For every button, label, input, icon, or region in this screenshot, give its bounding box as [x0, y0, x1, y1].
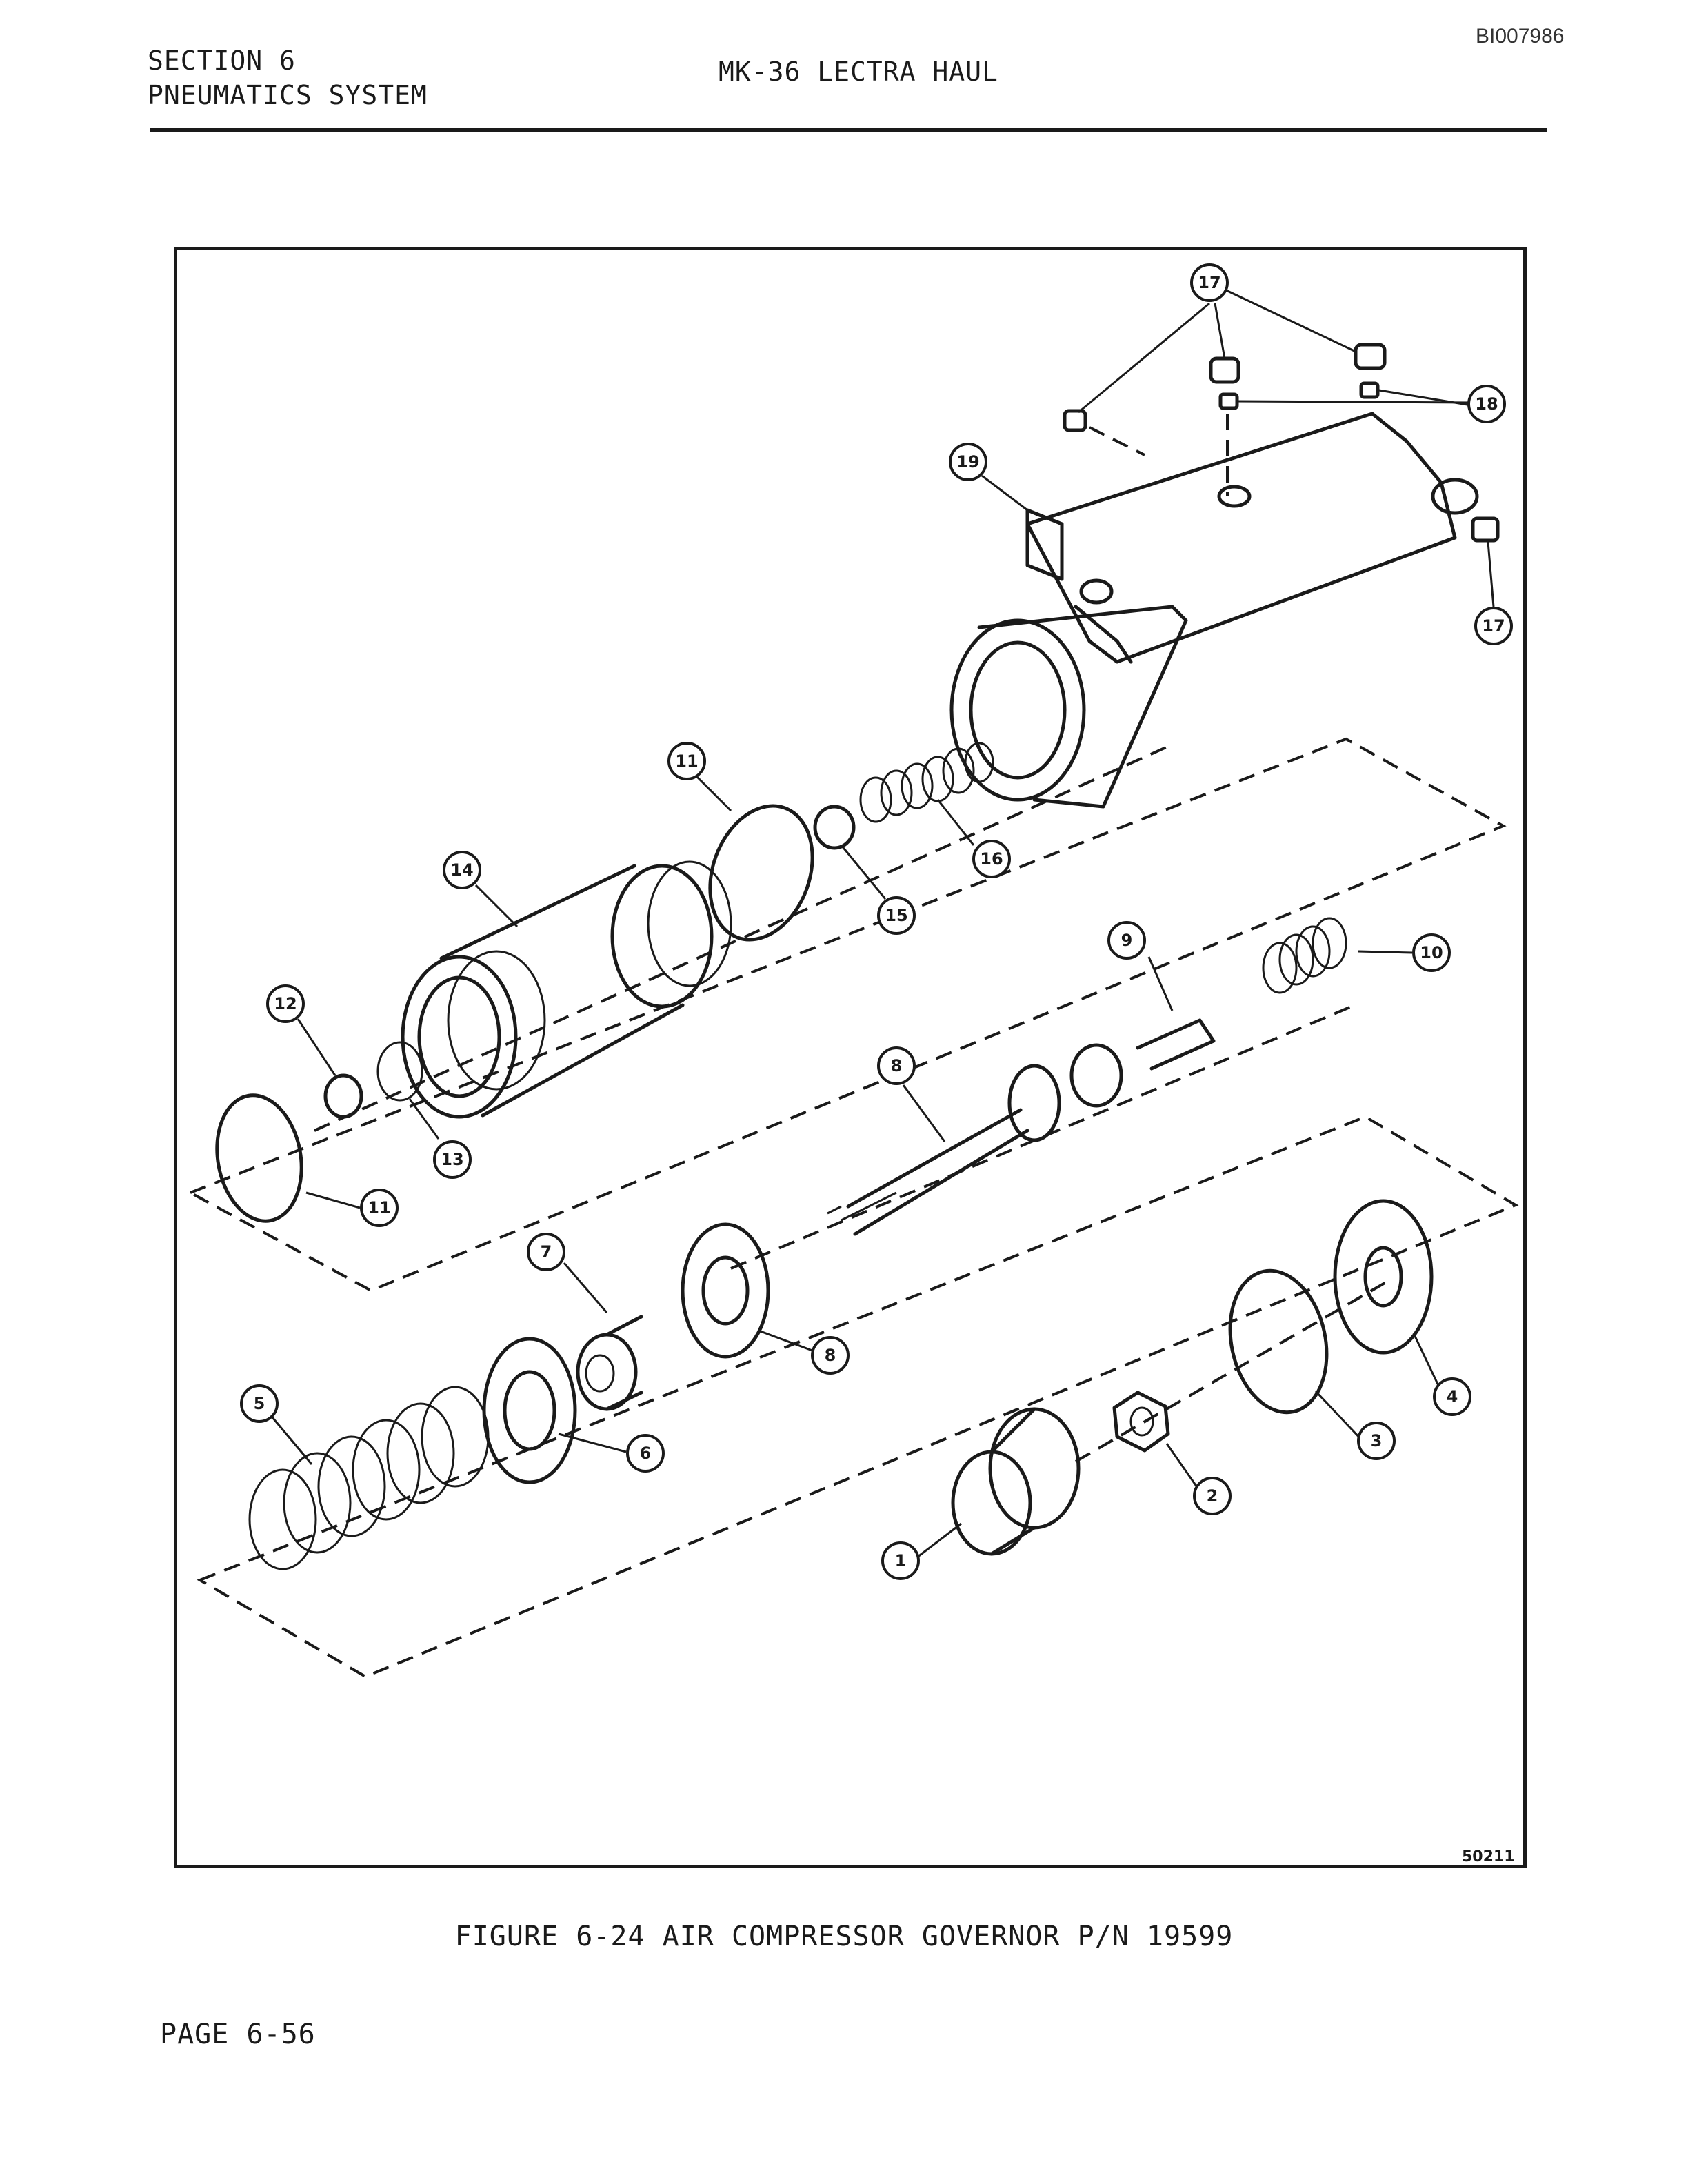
item-4-diaphragm	[1333, 1199, 1434, 1355]
callout-leader-lines	[268, 288, 1495, 1561]
svg-text:10: 10	[1420, 943, 1443, 962]
governor-housing	[950, 412, 1479, 809]
callout-18: 18	[1467, 385, 1506, 423]
lower-axis-line	[1074, 1281, 1387, 1463]
callout-11-upper: 11	[667, 742, 706, 780]
callout-4: 4	[1433, 1377, 1471, 1416]
svg-text:17: 17	[1482, 616, 1505, 636]
callout-5: 5	[240, 1384, 279, 1423]
svg-text:18: 18	[1475, 394, 1498, 414]
item-10-spring	[1262, 917, 1347, 994]
manual-title: MK-36 LECTRA HAUL	[719, 57, 998, 87]
item-11-o-ring-upper	[708, 804, 814, 942]
item-3-snap-ring	[1228, 1268, 1329, 1415]
callout-3: 3	[1357, 1422, 1396, 1460]
svg-text:13: 13	[441, 1150, 463, 1169]
svg-text:4: 4	[1447, 1387, 1458, 1406]
page-number: PAGE 6-56	[160, 2019, 316, 2050]
callout-8-seat: 8	[811, 1336, 850, 1375]
svg-text:1: 1	[895, 1551, 907, 1570]
drawing-number: 50211	[1462, 1848, 1515, 1866]
screws-and-washers	[1063, 343, 1500, 543]
svg-text:9: 9	[1121, 931, 1133, 950]
callout-12: 12	[266, 984, 305, 1023]
header-rule	[150, 128, 1547, 132]
figure-frame	[174, 247, 1527, 1868]
callout-14: 14	[443, 851, 481, 889]
item-2-nut	[1112, 1391, 1170, 1453]
section-label: SECTION 6	[148, 46, 296, 76]
callout-15: 15	[877, 896, 916, 935]
svg-text:8: 8	[891, 1056, 903, 1075]
item-13-disc	[376, 1041, 423, 1102]
document-id: BI007986	[1476, 25, 1565, 48]
item-8-seat	[681, 1222, 770, 1359]
callout-19: 19	[949, 443, 987, 481]
lower-plane-outline	[197, 1115, 1519, 1679]
callout-2: 2	[1193, 1477, 1232, 1515]
middle-axis-line	[730, 1005, 1352, 1270]
item-11-o-ring-lower	[215, 1093, 303, 1223]
svg-text:16: 16	[980, 849, 1003, 869]
item-14-cylinder	[401, 860, 732, 1119]
svg-text:8: 8	[825, 1346, 836, 1365]
item-12-washer	[323, 1073, 363, 1119]
callout-9: 9	[1107, 921, 1146, 960]
svg-text:11: 11	[675, 751, 698, 771]
svg-text:17: 17	[1198, 273, 1220, 292]
callout-6: 6	[626, 1434, 665, 1473]
system-label: PNEUMATICS SYSTEM	[148, 80, 428, 110]
callout-1: 1	[881, 1541, 920, 1580]
svg-text:7: 7	[541, 1242, 552, 1262]
item-5-spring	[248, 1386, 490, 1570]
svg-text:3: 3	[1371, 1431, 1383, 1450]
callout-17-right: 17	[1474, 607, 1513, 645]
svg-text:2: 2	[1207, 1486, 1218, 1506]
callout-17-top: 17	[1190, 263, 1229, 302]
svg-text:15: 15	[885, 906, 907, 925]
callout-16: 16	[972, 840, 1011, 878]
callout-7: 7	[527, 1233, 565, 1271]
svg-text:14: 14	[450, 860, 473, 880]
callout-8-shaft: 8	[877, 1046, 916, 1085]
item-19-block	[1025, 508, 1064, 581]
upper-plane-outline	[187, 737, 1507, 1293]
item-16-spring	[859, 742, 994, 823]
item-8-shaft	[827, 1064, 1061, 1236]
svg-text:6: 6	[640, 1444, 652, 1463]
callout-13: 13	[433, 1140, 472, 1179]
callout-10: 10	[1412, 933, 1451, 972]
svg-text:5: 5	[254, 1394, 265, 1413]
item-1-cap	[951, 1407, 1081, 1556]
item-6-retainer	[482, 1337, 577, 1484]
item-9-piston	[1069, 1018, 1216, 1108]
item-7-bushing	[576, 1315, 643, 1411]
svg-text:12: 12	[274, 994, 297, 1013]
callout-11-lower: 11	[360, 1189, 399, 1227]
svg-text:19: 19	[956, 452, 979, 472]
figure-caption: FIGURE 6-24 AIR COMPRESSOR GOVERNOR P/N …	[454, 1921, 1234, 1952]
svg-text:11: 11	[368, 1198, 390, 1217]
item-15-washer	[813, 805, 856, 850]
